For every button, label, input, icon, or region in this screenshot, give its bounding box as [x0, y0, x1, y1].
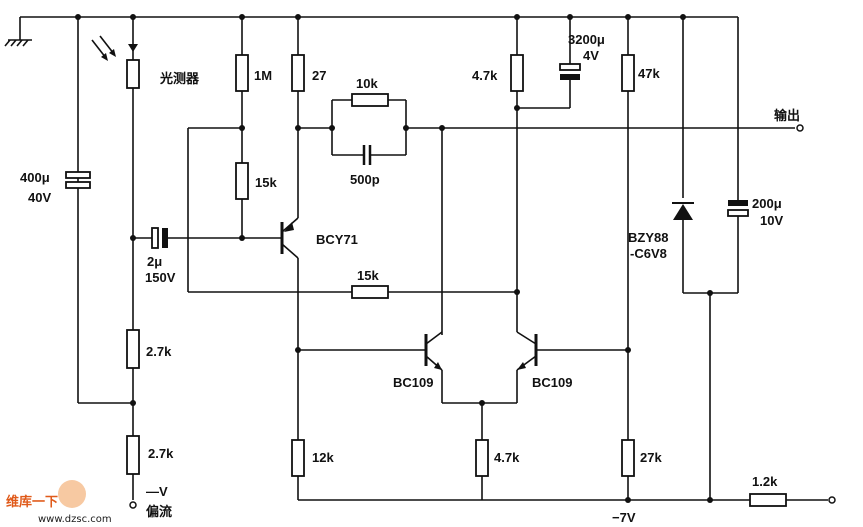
label-27: 27: [312, 68, 326, 83]
label-3200u-v: 4V: [583, 48, 599, 63]
watermark-text: 维库一下: [6, 494, 58, 510]
label-47k: 47k: [638, 66, 660, 81]
output-terminal: [796, 124, 804, 132]
resistor-1-2k: [749, 493, 787, 507]
zener-diode: [672, 202, 694, 220]
label-1m: 1M: [254, 68, 272, 83]
resistor-12k: [291, 439, 305, 477]
label-400u-v: 40V: [28, 190, 51, 205]
label-200u-v: 10V: [760, 213, 783, 228]
label-3200u: 3200μ: [568, 32, 605, 47]
label-200u: 200μ: [752, 196, 782, 211]
resistor-15k-vert: [235, 162, 249, 200]
label-bc109-right: BC109: [532, 375, 572, 390]
label-2u: 2μ: [147, 254, 162, 269]
label-15k-feedback: 15k: [357, 268, 379, 283]
label-neg-7v: −7V: [612, 510, 636, 525]
label-bcy71: BCY71: [316, 232, 358, 247]
label-12k: 12k: [312, 450, 334, 465]
resistor-27: [291, 54, 305, 92]
capacitor-3200u: [559, 63, 581, 80]
resistor-47k: [621, 54, 635, 92]
label-27k: 27k: [640, 450, 662, 465]
label-bias: 偏流: [146, 504, 172, 520]
bias-terminal: [129, 501, 137, 509]
label-4-7k-top: 4.7k: [472, 68, 498, 83]
label-400u: 400μ: [20, 170, 50, 185]
label-output: 输出: [774, 108, 800, 124]
label-4-7k-bottom: 4.7k: [494, 450, 520, 465]
resistor-4-7k-bottom: [475, 439, 489, 477]
label-photo-resistor: 光测器: [159, 71, 200, 87]
label-500p: 500p: [350, 172, 380, 187]
resistor-1m: [235, 54, 249, 92]
label-2-7k-a: 2.7k: [146, 344, 172, 359]
resistor-2-7k-b: [126, 435, 140, 475]
resistor-10k: [351, 93, 389, 107]
photo-resistor: [126, 59, 140, 89]
label-2-7k-b: 2.7k: [148, 446, 174, 461]
ground-symbol: [4, 17, 32, 47]
label-neg-v: —V: [146, 484, 168, 499]
watermark-logo: 维库一下 www.dzsc.com: [6, 480, 112, 525]
resistor-27k: [621, 439, 635, 477]
capacitor-200u: [727, 200, 749, 217]
junction-dots: [75, 14, 713, 503]
transistor-bcy71: [280, 217, 299, 259]
light-arrows-icon: [91, 35, 116, 61]
label-10k: 10k: [356, 76, 378, 91]
label-2u-v: 150V: [145, 270, 176, 285]
label-15k-vert: 15k: [255, 175, 277, 190]
label-zener-a: BZY88: [628, 230, 668, 245]
capacitor-2u: [151, 227, 168, 249]
capacitor-400u: [65, 171, 91, 189]
neg-supply-terminal: [828, 496, 836, 504]
resistor-4-7k-top: [510, 54, 524, 92]
label-1-2k: 1.2k: [752, 474, 778, 489]
resistor-15k-feedback: [351, 285, 389, 299]
label-bc109-left: BC109: [393, 375, 433, 390]
transistor-bc109-left: [424, 331, 443, 371]
resistor-2-7k-a: [126, 329, 140, 369]
transistor-bc109-right: [516, 331, 538, 371]
watermark-url: www.dzsc.com: [38, 514, 112, 525]
label-zener-b: -C6V8: [630, 246, 667, 261]
